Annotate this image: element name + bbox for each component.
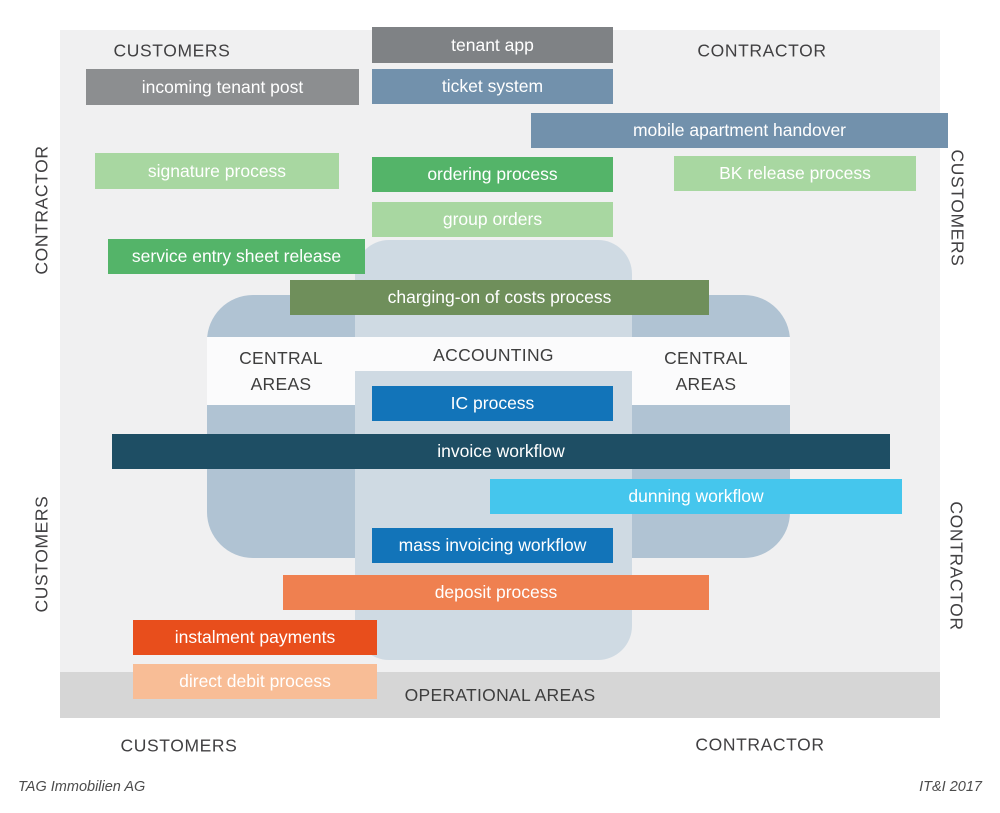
process-invoice-workflow: invoice workflow — [112, 434, 890, 469]
edge-label-right-customers: CUSTOMERS — [947, 149, 968, 267]
edge-label-right-contractor: CONTRACTOR — [946, 501, 967, 631]
operational-areas-label: OPERATIONAL AREAS — [404, 684, 596, 705]
process-direct-debit-process: direct debit process — [133, 664, 377, 699]
edge-label-bottom-contractor: CONTRACTOR — [695, 734, 825, 755]
zone-central-areas-left: CENTRAL AREAS — [239, 348, 323, 394]
process-deposit-process: deposit process — [283, 575, 709, 610]
edge-label-left-customers: CUSTOMERS — [31, 495, 52, 613]
process-group-orders: group orders — [372, 202, 613, 237]
process-mobile-apartment-handover: mobile apartment handover — [531, 113, 948, 148]
process-instalment-payments: instalment payments — [133, 620, 377, 655]
footer-company: TAG Immobilien AG — [18, 779, 146, 795]
process-ticket-system: ticket system — [372, 69, 613, 104]
process-charging-on-of-costs: charging-on of costs process — [290, 280, 709, 315]
edge-label-top-customers: CUSTOMERS — [113, 40, 231, 61]
process-bk-release-process: BK release process — [674, 156, 916, 191]
accounting-band — [355, 337, 632, 371]
zone-central-areas-right: CENTRAL AREAS — [664, 348, 748, 394]
edge-label-left-contractor: CONTRACTOR — [31, 145, 52, 275]
edge-label-top-contractor: CONTRACTOR — [697, 40, 827, 61]
zone-accounting: ACCOUNTING — [433, 345, 554, 365]
edge-label-bottom-customers: CUSTOMERS — [120, 735, 238, 756]
process-signature-process: signature process — [95, 153, 339, 189]
process-ic-process: IC process — [372, 386, 613, 421]
process-mass-invoicing-workflow: mass invoicing workflow — [372, 528, 613, 563]
footer-edition: IT&I 2017 — [919, 779, 982, 795]
process-incoming-tenant-post: incoming tenant post — [86, 69, 359, 105]
process-dunning-workflow: dunning workflow — [490, 479, 902, 514]
process-service-entry-sheet-release: service entry sheet release — [108, 239, 365, 274]
process-ordering-process: ordering process — [372, 157, 613, 192]
process-tenant-app: tenant app — [372, 27, 613, 63]
